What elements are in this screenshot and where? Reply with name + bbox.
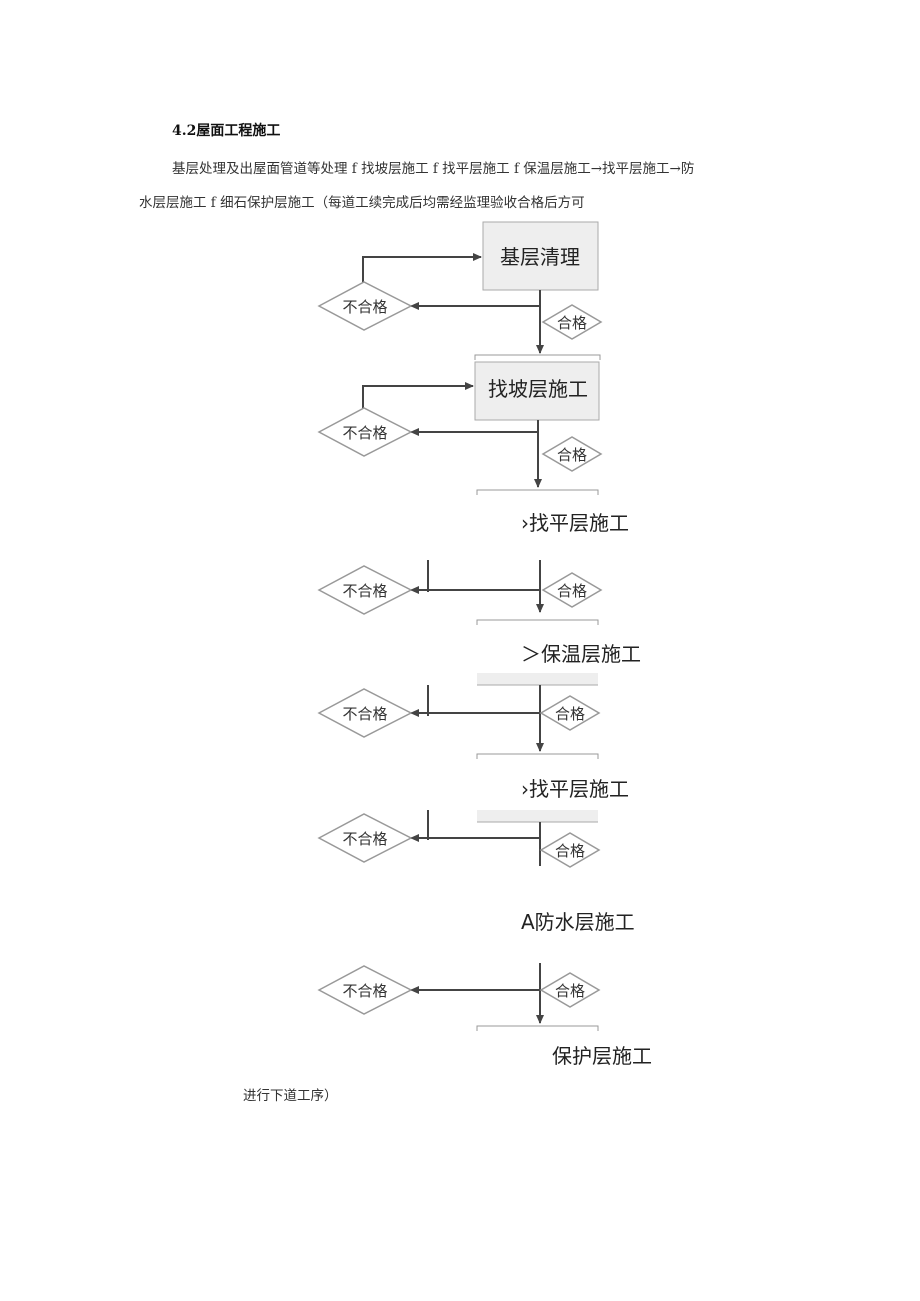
decision-pass-1 (541, 304, 603, 340)
decision-fail-4 (317, 688, 413, 738)
decision-fail-label-2: 不合格 (342, 424, 387, 442)
decision-pass-5 (539, 832, 601, 868)
decision-pass-label-5: 合格 (555, 842, 585, 860)
step-label-4: ＞保温层施工 (521, 642, 641, 666)
retry-arrow-2 (362, 382, 474, 410)
decision-pass-label-3: 合格 (557, 582, 587, 600)
step-label-1: 基层清理 (500, 245, 580, 269)
step-label-3: ›找平层施工 (521, 511, 629, 535)
decision-fail-label-4: 不合格 (342, 705, 387, 723)
section-heading: 4.2屋面工程施工 (172, 123, 281, 139)
step-box-5 (477, 810, 598, 822)
step-label-5: ›找平层施工 (521, 777, 629, 801)
decision-fail-3 (317, 565, 413, 615)
box-top-edge-1 (474, 354, 601, 360)
step-box-4 (477, 673, 598, 685)
paragraph-line-2: 水层层施工 f 细石保护层施工（每道工续完成后均需经监理验收合格后方可 (139, 195, 585, 211)
decision-fail-5 (317, 813, 413, 863)
box-top-edge-2 (476, 489, 599, 495)
decision-pass-3 (541, 572, 603, 608)
step-label-7: 保护层施工 (552, 1044, 652, 1068)
decision-pass-label-6: 合格 (555, 982, 585, 1000)
box-top-edge-6 (476, 1025, 599, 1031)
step-label-2: 找坡层施工 (488, 377, 588, 401)
step-box-1 (482, 221, 599, 291)
decision-fail-2 (317, 407, 413, 457)
paragraph-tail: 进行下道工序） (243, 1088, 338, 1104)
box-top-edge-4 (476, 753, 599, 759)
box-top-edge-3 (476, 619, 599, 625)
paragraph-line-1: 基层处理及出屋面管道等处理 f 找坡层施工 f 找平层施工 f 保温层施工→找平… (172, 161, 695, 177)
step-label-6: A防水层施工 (521, 910, 635, 934)
decision-pass-label-2: 合格 (557, 446, 587, 464)
decision-pass-label-4: 合格 (555, 705, 585, 723)
decision-pass-2 (541, 436, 603, 472)
decision-fail-1 (317, 281, 413, 331)
decision-pass-4 (539, 695, 601, 731)
decision-pass-label-1: 合格 (557, 314, 587, 332)
decision-fail-6 (317, 965, 413, 1015)
decision-fail-label-1: 不合格 (342, 298, 387, 316)
decision-pass-6 (539, 972, 601, 1008)
decision-fail-label-5: 不合格 (342, 830, 387, 848)
decision-fail-label-3: 不合格 (342, 582, 387, 600)
decision-fail-label-6: 不合格 (342, 982, 387, 1000)
retry-arrow-1 (362, 253, 482, 290)
